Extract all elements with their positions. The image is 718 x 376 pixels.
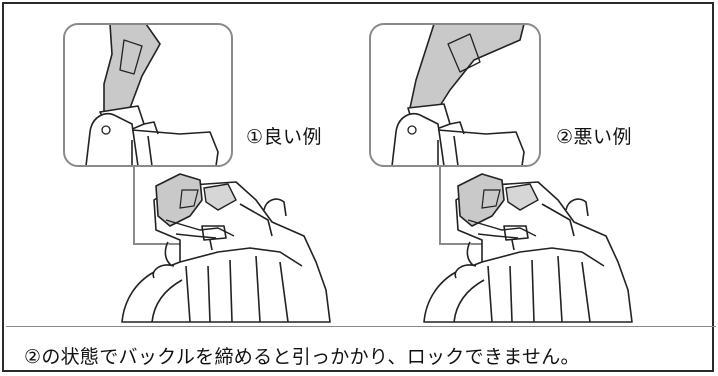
divider — [6, 326, 716, 327]
bad-example-illustration — [369, 23, 633, 323]
good-example-illustration — [63, 23, 331, 323]
good-example-label: ①良い例 — [246, 126, 323, 148]
caption-text: ②の状態でバックルを締めると引っかかり、ロックできません。 — [24, 346, 580, 368]
figure-frame: ①良い例 ②悪い例 ②の状態でバックルを締めると引っかかり、ロックできません。 — [2, 2, 716, 372]
bad-example-label: ②悪い例 — [556, 126, 633, 148]
buckle-illustration — [63, 23, 633, 323]
